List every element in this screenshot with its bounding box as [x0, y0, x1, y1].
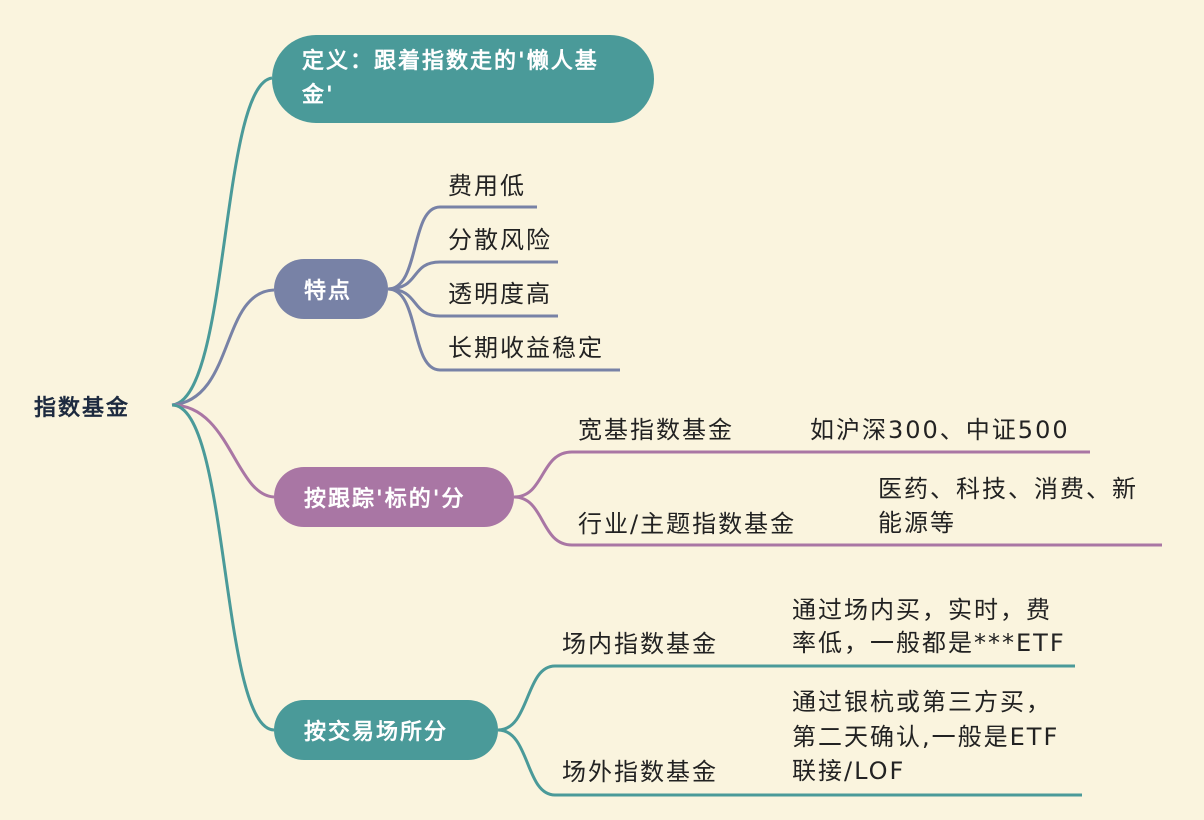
exchange-item-1-note-line1: 通过场内买，实时，费: [792, 596, 1052, 624]
tracking-label: 按跟踪'标的'分: [304, 487, 466, 512]
definition-node: 定义：跟着指数走的'懒人基金': [272, 35, 654, 123]
exchange-node: 按交易场所分: [274, 700, 498, 760]
link-root-exchange: [171, 403, 275, 732]
tracking-node: 按跟踪'标的'分: [274, 467, 514, 527]
root-node: 指数基金: [34, 396, 131, 421]
exchange-item-2-note-line1: 通过银杭或第三方买，: [792, 688, 1052, 716]
tracking-item-1-label: 宽基指数基金: [578, 416, 734, 444]
link-exchange-2: [497, 728, 1082, 797]
exchange-label: 按交易场所分: [304, 720, 449, 745]
features-label: 特点: [304, 279, 353, 304]
feature-item-2: 分散风险: [448, 226, 552, 254]
tracking-item-2-note-line2: 能源等: [878, 509, 956, 537]
definition-label: 定义：跟着指数走的'懒人基金': [302, 49, 599, 108]
exchange-item-2-note-line3: 联接/LOF: [792, 757, 906, 785]
feature-item-3: 透明度高: [448, 280, 552, 308]
feature-item-4: 长期收益稳定: [448, 334, 604, 362]
link-feature-2: [387, 260, 558, 291]
exchange-item-1-note-line2: 率低，一般都是***ETF: [792, 629, 1066, 657]
exchange-item-2-note-line2: 第二天确认,一般是ETF: [792, 723, 1060, 751]
link-root-features: [171, 288, 275, 407]
tracking-item-2-label: 行业/主题指数基金: [578, 510, 797, 538]
features-node: 特点: [274, 259, 388, 319]
link-feature-3: [387, 287, 558, 318]
link-tracking-2: [513, 495, 1162, 547]
link-feature-4: [387, 287, 620, 372]
exchange-item-2-label: 场外指数基金: [562, 758, 718, 786]
feature-item-1: 费用低: [448, 172, 526, 200]
tracking-item-2-note-line1: 医药、科技、消费、新: [878, 475, 1138, 503]
tracking-item-1-note: 如沪深300、中证500: [810, 416, 1070, 444]
link-feature-1: [387, 205, 537, 291]
link-tracking-1: [513, 450, 1090, 499]
link-root-tracking: [171, 403, 275, 499]
link-root-definition: [171, 76, 273, 407]
link-exchange-1: [497, 664, 1075, 732]
exchange-item-1-label: 场内指数基金: [562, 630, 718, 658]
